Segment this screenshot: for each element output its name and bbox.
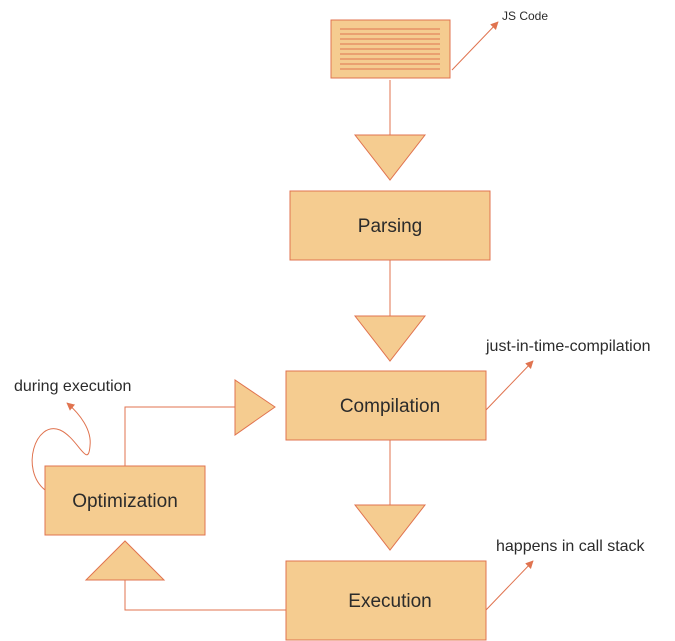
flow-arrow-optimization-to-compilation	[234, 379, 276, 436]
compilation-label: Compilation	[340, 396, 440, 417]
flow-arrow-to-compilation	[353, 315, 427, 362]
execution-label: Execution	[348, 591, 431, 612]
parsing-label: Parsing	[358, 216, 422, 237]
js-code-caption: JS Code	[502, 9, 548, 23]
execution-note: happens in call stack	[496, 538, 646, 555]
connector-execution-to-optimization	[124, 580, 286, 611]
optimization-note-curly-arrow	[31, 402, 91, 491]
flow-arrow-to-execution	[353, 504, 427, 551]
compilation-note: just-in-time-compilation	[485, 338, 651, 355]
compilation-box: Compilation	[285, 370, 487, 441]
flow-arrow-to-parsing	[353, 134, 427, 181]
js-code-pointer-arrow	[451, 21, 499, 71]
optimization-note: during execution	[14, 378, 131, 395]
compilation-note-arrow	[485, 360, 534, 411]
flow-arrow-to-optimization	[84, 540, 166, 581]
execution-note-arrow	[485, 560, 534, 611]
js-code-document-icon	[330, 19, 451, 79]
connector-optimization-to-compilation	[124, 406, 235, 466]
execution-box: Execution	[285, 560, 487, 641]
parsing-box: Parsing	[289, 190, 491, 261]
optimization-box: Optimization	[44, 465, 206, 536]
optimization-label: Optimization	[72, 491, 178, 512]
